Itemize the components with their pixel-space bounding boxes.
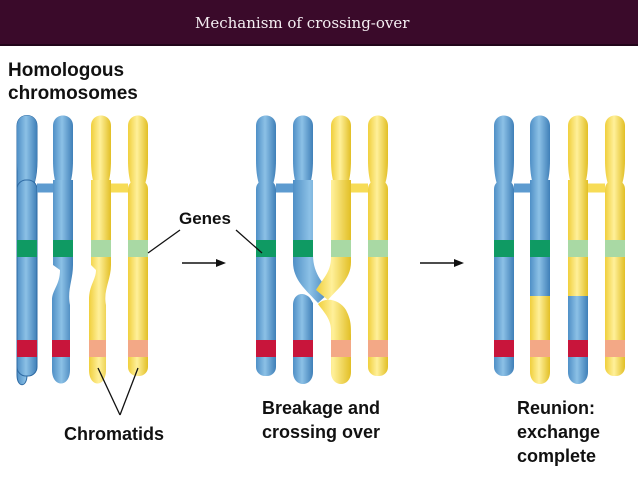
reunion-label-line-1: Reunion:	[517, 398, 595, 418]
gene-band-light-green	[91, 240, 111, 257]
chromatid-blue-right	[53, 115, 73, 196]
chromosome-pair-2	[256, 115, 388, 384]
reunion-label-line-2: exchange	[517, 422, 600, 442]
chromatids-pointer-left	[97, 367, 121, 416]
chromatids-label: Chromatids	[64, 424, 164, 444]
arrow-right-icon	[181, 258, 227, 268]
title-bar: Mechanism of crossing-over	[0, 0, 638, 46]
breakage-label-line-1: Breakage and	[262, 398, 380, 418]
slide-title: Mechanism of crossing-over	[195, 14, 410, 32]
reunion-label-line-3: complete	[517, 446, 596, 466]
chromosome-pair-3	[494, 115, 625, 384]
genes-pointer-2	[235, 229, 263, 254]
gene-band-green	[17, 240, 37, 257]
chromatid-yellow-left	[91, 115, 111, 196]
chromatids-pointer-right	[119, 367, 139, 416]
chromosome-pair-1	[16, 115, 148, 386]
homologous-label-line-2: chromosomes	[8, 83, 138, 104]
breakage-label-line-2: crossing over	[262, 422, 380, 442]
chromatid-yellow-right	[128, 115, 148, 196]
gene-band-salmon	[89, 340, 106, 357]
arrow-right-icon	[419, 258, 465, 268]
gene-band-red	[17, 340, 37, 357]
homologous-label-line-1: Homologous	[8, 60, 124, 81]
pointer-lines	[97, 229, 263, 416]
genes-pointer-1	[147, 229, 181, 254]
genes-label: Genes	[179, 209, 231, 228]
